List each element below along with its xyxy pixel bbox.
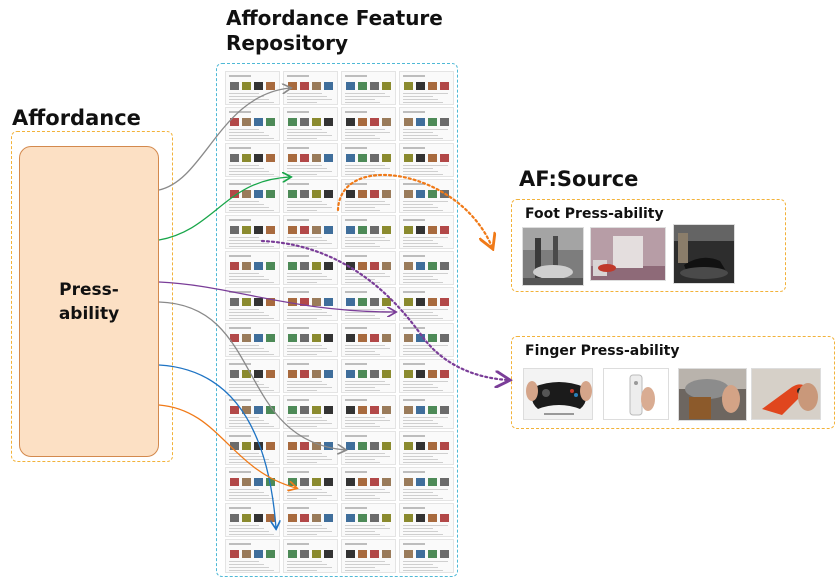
repository-page (399, 431, 454, 465)
repository-page (399, 359, 454, 393)
arrow-to-foot-source (336, 173, 492, 247)
arrow-to-repo-2 (158, 177, 290, 241)
repository-page (283, 503, 338, 537)
repository-page (283, 107, 338, 141)
finger-photo-3 (678, 368, 747, 421)
repository-page (283, 215, 338, 249)
arrow-to-repo-3 (158, 281, 395, 312)
foot-photo-2-art (591, 228, 665, 280)
repository-page (341, 143, 396, 177)
arrow-to-repo-6 (158, 404, 296, 488)
repository-title: Affordance Feature Repository (226, 6, 443, 55)
repository-page (225, 71, 280, 105)
repository-page (283, 359, 338, 393)
repository-page (283, 431, 338, 465)
repository-page (283, 143, 338, 177)
repository-page (341, 503, 396, 537)
repository-page (341, 71, 396, 105)
repository-page (399, 215, 454, 249)
repository-page (399, 539, 454, 573)
repository-page (399, 395, 454, 429)
finger-press-ability-label: Finger Press-ability (525, 343, 680, 359)
finger-press-ability-group: Finger Press-ability (511, 336, 835, 429)
repository-page (341, 107, 396, 141)
repository-page (399, 503, 454, 537)
finger-photo-3-art (679, 369, 746, 420)
foot-photo-1 (522, 227, 584, 286)
repository-page (399, 287, 454, 321)
finger-photo-4-art (752, 369, 820, 419)
arrow-to-repo-4 (158, 301, 345, 450)
repository-page (283, 179, 338, 213)
foot-photo-3 (673, 224, 735, 284)
repository-page (225, 107, 280, 141)
repository-page (225, 431, 280, 465)
repository-page (225, 251, 280, 285)
repository-page (399, 323, 454, 357)
repository-page (341, 215, 396, 249)
repository-page (341, 323, 396, 357)
foot-photo-2 (590, 227, 666, 281)
repository-page (225, 179, 280, 213)
repository-page (399, 251, 454, 285)
arrow-to-repo-5 (158, 364, 276, 528)
repository-page (225, 539, 280, 573)
repository-page (283, 323, 338, 357)
foot-press-ability-label: Foot Press-ability (525, 206, 664, 222)
affordance-group (11, 131, 173, 462)
press-ability-label: Press- ability (58, 279, 120, 324)
af-source-title: AF:Source (519, 167, 639, 191)
repository-page (225, 323, 280, 357)
repository-page (341, 467, 396, 501)
finger-photo-1 (523, 368, 593, 420)
repository-page (399, 179, 454, 213)
repository-page (283, 539, 338, 573)
repository-page (225, 143, 280, 177)
repository-page (341, 287, 396, 321)
repository-page (341, 179, 396, 213)
repository-page (399, 107, 454, 141)
repository-page (341, 431, 396, 465)
finger-photo-4 (751, 368, 821, 420)
affordance-title: Affordance (12, 106, 141, 130)
repository-page (399, 143, 454, 177)
repository-page (399, 467, 454, 501)
repository-page (283, 287, 338, 321)
foot-photo-1-art (523, 228, 583, 285)
repository-page (283, 395, 338, 429)
arrow-to-repo-1 (158, 88, 290, 191)
repository-page (283, 71, 338, 105)
finger-photo-2 (603, 368, 669, 420)
foot-press-ability-group: Foot Press-ability (511, 199, 786, 292)
arrow-to-finger-source (260, 239, 508, 380)
press-ability-node[interactable]: Press- ability (19, 146, 159, 457)
repository-page (341, 395, 396, 429)
foot-photo-3-art (674, 225, 734, 283)
feature-repository-panel (216, 63, 458, 577)
finger-photo-1-art (524, 369, 592, 419)
repository-page (341, 539, 396, 573)
repository-page (399, 71, 454, 105)
repository-page (341, 359, 396, 393)
repository-page (225, 215, 280, 249)
finger-photo-2-art (604, 369, 668, 419)
